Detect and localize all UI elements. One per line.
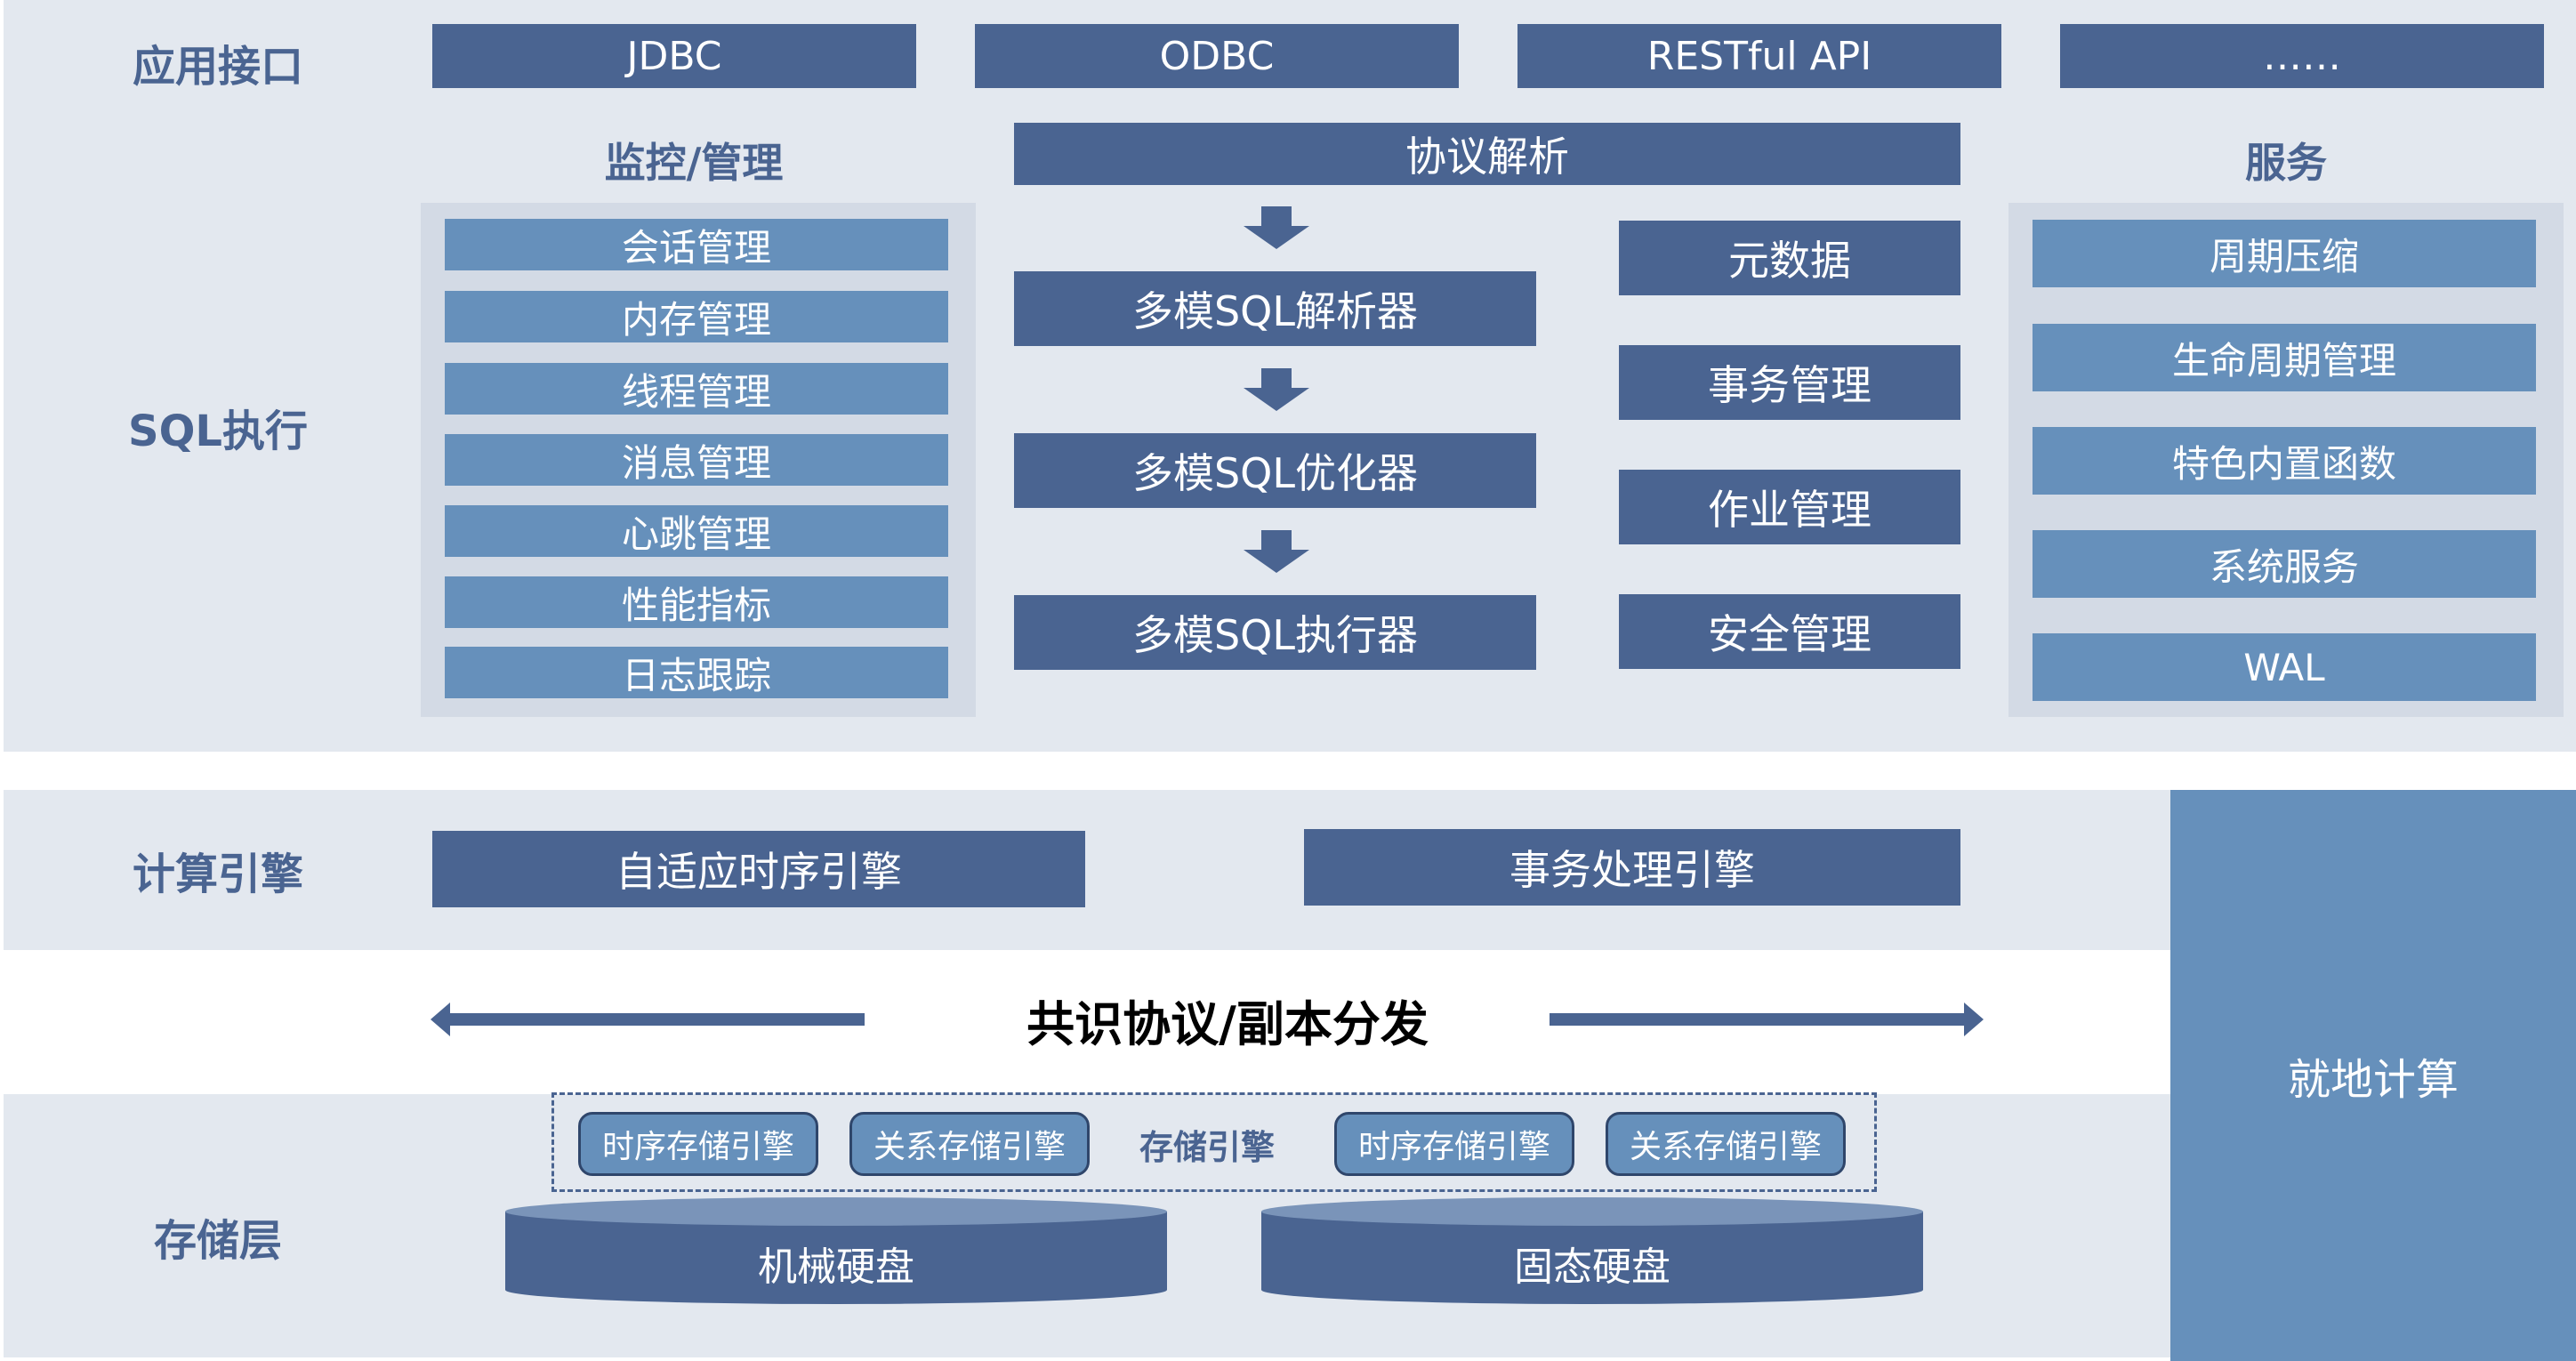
layer-label-storage: 存储层 — [153, 1216, 282, 1266]
service-item-system: 系统服务 — [2033, 530, 2536, 598]
interface-odbc: ODBC — [975, 24, 1459, 88]
security-mgmt-box: 安全管理 — [1619, 594, 1960, 669]
consensus-arrows — [431, 1003, 1984, 1036]
services-title: 服务 — [2245, 139, 2327, 187]
disk-ssd-label: 固态硬盘 — [1514, 1244, 1670, 1290]
disk-hdd-cylinder — [505, 1197, 1167, 1304]
layer-label-sql-exec: SQL执行 — [128, 407, 308, 456]
monitoring-item-performance: 性能指标 — [445, 576, 948, 628]
sql-executor-box: 多模SQL执行器 — [1014, 595, 1536, 670]
disk-ssd-cylinder — [1261, 1197, 1923, 1304]
monitoring-item-memory: 内存管理 — [445, 291, 948, 342]
service-item-builtin-functions: 特色内置函数 — [2033, 427, 2536, 495]
local-compute-column: 就地计算 — [2170, 790, 2576, 1361]
left-arrow-icon — [431, 1003, 865, 1036]
consensus-label: 共识协议/副本分发 — [1026, 995, 1429, 1052]
right-arrow-icon — [1550, 1003, 1984, 1036]
sql-optimizer-box: 多模SQL优化器 — [1014, 433, 1536, 508]
sql-parser-box: 多模SQL解析器 — [1014, 271, 1536, 346]
pipeline-arrows — [1244, 206, 1309, 573]
storage-engine-timeseries-1: 时序存储引擎 — [578, 1112, 818, 1176]
monitoring-item-thread: 线程管理 — [445, 363, 948, 415]
disk-hdd-label: 机械硬盘 — [758, 1244, 914, 1290]
transaction-engine-box: 事务处理引擎 — [1304, 829, 1960, 906]
storage-engine-relational-2: 关系存储引擎 — [1606, 1112, 1846, 1176]
layer-label-app-interface: 应用接口 — [132, 42, 303, 92]
down-arrow-icon — [1244, 368, 1309, 411]
storage-engine-label: 存储引擎 — [1139, 1127, 1275, 1167]
service-item-compaction: 周期压缩 — [2033, 220, 2536, 287]
layer-label-compute-engine: 计算引擎 — [132, 850, 303, 899]
down-arrow-icon — [1244, 206, 1309, 249]
storage-engine-group — [551, 1092, 1877, 1192]
interface-jdbc: JDBC — [432, 24, 916, 88]
metadata-box: 元数据 — [1619, 221, 1960, 295]
local-compute-label: 就地计算 — [2287, 1055, 2459, 1105]
protocol-parse-box: 协议解析 — [1014, 123, 1960, 185]
job-mgmt-box: 作业管理 — [1619, 470, 1960, 544]
monitoring-item-session: 会话管理 — [445, 219, 948, 270]
interface-more: …… — [2060, 24, 2544, 88]
monitoring-title: 监控/管理 — [604, 139, 784, 187]
adaptive-timeseries-engine-box: 自适应时序引擎 — [432, 831, 1085, 907]
storage-engine-relational-1: 关系存储引擎 — [849, 1112, 1090, 1176]
transaction-mgmt-box: 事务管理 — [1619, 345, 1960, 420]
interface-restful-api: RESTful API — [1517, 24, 2001, 88]
down-arrow-icon — [1244, 530, 1309, 573]
storage-engine-timeseries-2: 时序存储引擎 — [1334, 1112, 1574, 1176]
service-item-wal: WAL — [2033, 633, 2536, 701]
monitoring-item-log-trace: 日志跟踪 — [445, 647, 948, 698]
monitoring-item-message: 消息管理 — [445, 434, 948, 486]
service-item-lifecycle: 生命周期管理 — [2033, 324, 2536, 391]
monitoring-item-heartbeat: 心跳管理 — [445, 505, 948, 557]
